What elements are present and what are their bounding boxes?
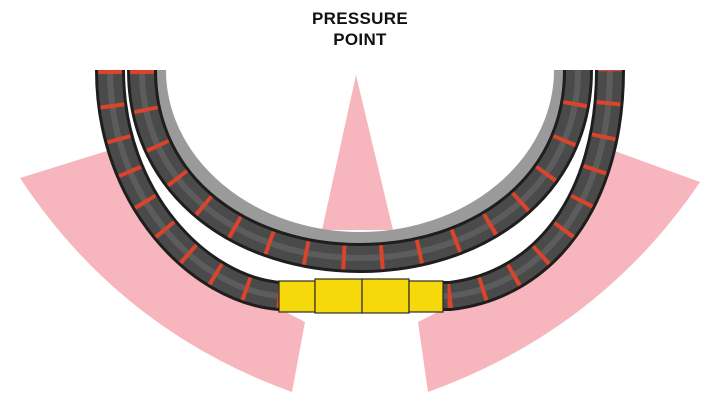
title-line-2: POINT bbox=[333, 30, 387, 49]
hose-clamp bbox=[278, 278, 444, 314]
title-line-1: PRESSURE bbox=[312, 9, 408, 28]
pressure-zone-center bbox=[322, 75, 393, 230]
pressure-zone-left bbox=[20, 150, 305, 392]
inner-hose-highlight bbox=[139, 69, 581, 262]
clamp-block-3 bbox=[361, 278, 410, 314]
inner-hose bbox=[127, 69, 593, 274]
clamp-block-1 bbox=[278, 280, 316, 313]
diagram-title: PRESSURE POINT bbox=[240, 8, 480, 50]
clamp-block-4 bbox=[408, 280, 444, 313]
pressure-zone-right bbox=[418, 150, 700, 392]
pressure-zones bbox=[20, 75, 700, 392]
clamp-block-2 bbox=[314, 278, 363, 314]
inner-grey-ring bbox=[150, 69, 570, 248]
